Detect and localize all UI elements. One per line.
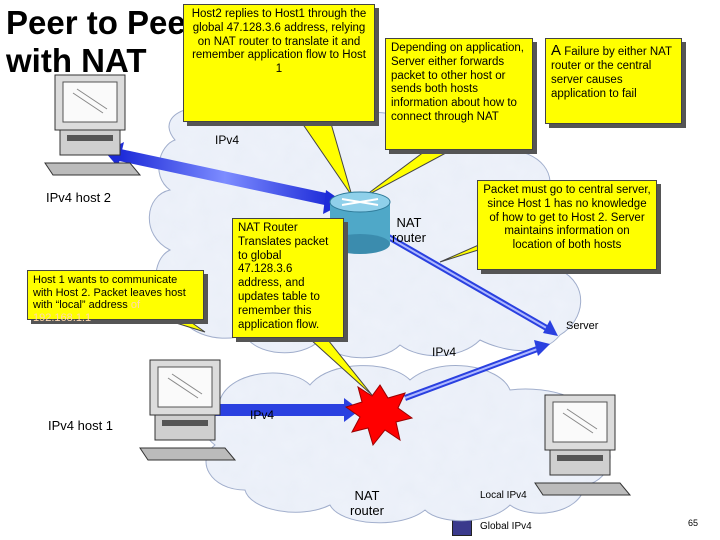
label-ipv4-host2: IPv4 host 2 [46, 190, 112, 205]
failure-prefix: A [551, 42, 562, 59]
server-computer-icon [534, 394, 632, 496]
label-server: Server [566, 320, 599, 332]
arrow-nat-server [383, 232, 558, 336]
page-number: 65 [688, 518, 699, 528]
arrow-global-server [403, 340, 550, 401]
label-nat-router-bottom: NAT router [350, 488, 384, 518]
failure-text: Failure by either NAT router or the cent… [551, 46, 672, 100]
host1-local-address: of 192.168.1.1 [33, 299, 141, 324]
host1-computer-icon [139, 359, 237, 461]
failure-burst-icon [344, 384, 414, 447]
callout-packet-central-server: Packet must go to central server, since … [477, 180, 657, 270]
slide-title-line2: with NAT [6, 42, 147, 79]
callout-failure: A Failure by either NAT router or the ce… [545, 38, 682, 124]
callout-host1-wants: Host 1 wants to communicate with Host 2.… [27, 270, 204, 324]
callout-host2-replies: Host2 replies to Host1 through the globa… [183, 4, 375, 122]
label-ipv4-host1: IPv4 host 1 [48, 418, 114, 433]
label-ipv4-top: IPv4 [215, 133, 240, 147]
label-ipv4-low: IPv4 [250, 408, 275, 422]
label-ipv4-mid: IPv4 [432, 345, 457, 359]
nat-router-top-icon [329, 191, 391, 254]
host1-wants-text: Host 1 wants to communicate with Host 2.… [33, 274, 186, 312]
callout-server-forwards: Depending on application, Server either … [385, 38, 533, 150]
host2-computer-icon [44, 74, 142, 176]
legend-label-global: Global IPv4 [480, 521, 532, 532]
label-nat-router-top: NAT router [392, 215, 426, 245]
callout-nat-translates: NAT Router Translates packet to global 4… [232, 218, 344, 338]
legend-label-local: Local IPv4 [480, 490, 527, 501]
